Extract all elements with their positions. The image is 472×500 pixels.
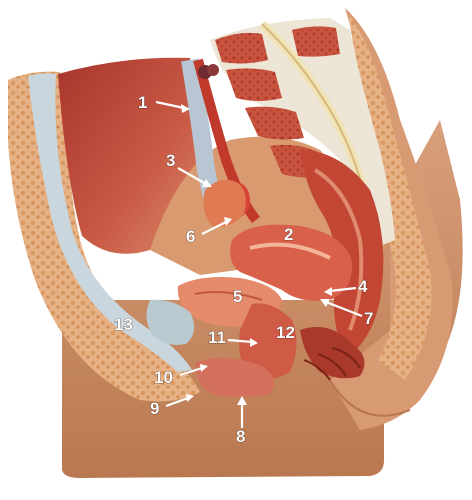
label-12: 12 [276, 323, 295, 342]
label-4: 4 [358, 277, 368, 296]
sphincter-folds [303, 347, 361, 381]
abdominal-muscle [58, 57, 200, 254]
uterine-tube [203, 179, 246, 227]
label-2: 2 [284, 225, 293, 244]
label-7: 7 [364, 309, 373, 328]
label-6: 6 [186, 227, 195, 246]
label-3: 3 [166, 151, 175, 170]
vulva [195, 357, 275, 397]
label-10: 10 [154, 368, 173, 387]
pubic-symphysis [146, 299, 195, 345]
label-5: 5 [233, 287, 242, 306]
label-8: 8 [236, 427, 245, 446]
label-9: 9 [150, 399, 159, 418]
uterus [230, 224, 353, 301]
label-13: 13 [114, 315, 133, 334]
label-group: 1 2 3 4 5 6 7 8 9 10 11 12 13 [114, 93, 374, 447]
label-11: 11 [208, 328, 226, 347]
label-1: 1 [138, 93, 147, 112]
vagina [239, 303, 297, 380]
vertebra-bodies [215, 26, 340, 178]
